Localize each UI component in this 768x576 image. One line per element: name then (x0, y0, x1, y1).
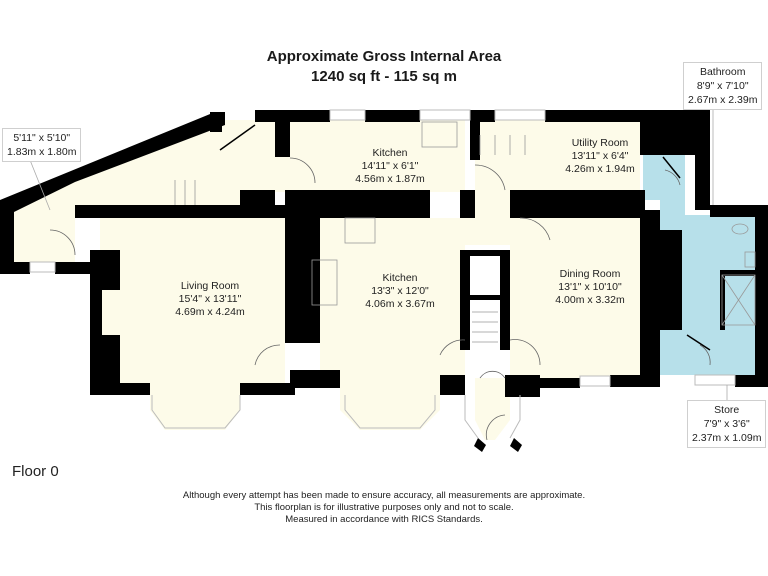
doors (49, 157, 711, 441)
room-name: Dining Room (559, 268, 621, 280)
room-imperial: 13'11" x 6'4" (571, 150, 629, 162)
bathroom-imperial: 8'9" x 7'10" (696, 80, 749, 92)
room-metric: 4.26m x 1.94m (565, 163, 635, 175)
room-label-living: Living Room 15'4" x 13'11" 4.69m x 4.24m (160, 280, 260, 319)
room-label-dining: Dining Room 13'1" x 10'10" 4.00m x 3.32m (545, 268, 635, 307)
room-name: Living Room (180, 280, 240, 292)
room-label-kitchen-main: Kitchen 13'3" x 12'0" 4.06m x 3.67m (355, 272, 445, 311)
room-imperial: 15'4" x 13'11" (178, 293, 242, 305)
disclaimer-line: This floorplan is for illustrative purpo… (254, 502, 514, 513)
room-name: Kitchen (382, 272, 418, 284)
door-leaves (219, 124, 711, 351)
bathroom-callout: Bathroom 8'9" x 7'10" 2.67m x 2.39m (683, 62, 763, 110)
disclaimer-line: Measured in accordance with RICS Standar… (285, 514, 483, 525)
room-metric: 4.56m x 1.87m (355, 173, 425, 185)
disclaimer-line: Although every attempt has been made to … (182, 490, 586, 501)
room-name: Kitchen (372, 147, 408, 159)
room-imperial: 13'3" x 12'0" (371, 285, 429, 297)
bathroom-name: Bathroom (699, 66, 746, 78)
area-text: 1240 sq ft - 115 sq m (311, 68, 457, 85)
store-name: Store (714, 404, 740, 416)
room-name: Utility Room (571, 137, 629, 149)
porch-imperial: 5'11" x 5'10" (13, 132, 71, 144)
room-fills (12, 120, 645, 440)
bathroom-metric: 2.67m x 2.39m (688, 94, 758, 106)
walls (0, 110, 768, 452)
windows (29, 109, 736, 439)
room-label-utility: Utility Room 13'11" x 6'4" 4.26m x 1.94m (555, 137, 645, 176)
porch-callout: 5'11" x 5'10" 1.83m x 1.80m (2, 128, 82, 162)
store-callout: Store 7'9" x 3'6" 2.37m x 1.09m (687, 400, 767, 448)
floor-label: Floor 0 (12, 463, 59, 480)
area-title: Approximate Gross Internal Area 1240 sq … (0, 47, 768, 87)
room-label-kitchen-upper: Kitchen 14'11" x 6'1" 4.56m x 1.87m (345, 147, 435, 186)
disclaimer: Although every attempt has been made to … (0, 490, 768, 526)
room-metric: 4.00m x 3.32m (555, 294, 625, 306)
room-metric: 4.69m x 4.24m (175, 306, 245, 318)
room-imperial: 13'1" x 10'10" (558, 281, 622, 293)
store-imperial: 7'9" x 3'6" (703, 418, 750, 430)
room-imperial: 14'11" x 6'1" (361, 160, 419, 172)
room-metric: 4.06m x 3.67m (365, 298, 435, 310)
callout-leaders (29, 100, 728, 400)
fixtures (174, 121, 756, 343)
porch-metric: 1.83m x 1.80m (7, 146, 77, 158)
title-text: Approximate Gross Internal Area (266, 48, 502, 65)
store-metric: 2.37m x 1.09m (692, 432, 762, 444)
